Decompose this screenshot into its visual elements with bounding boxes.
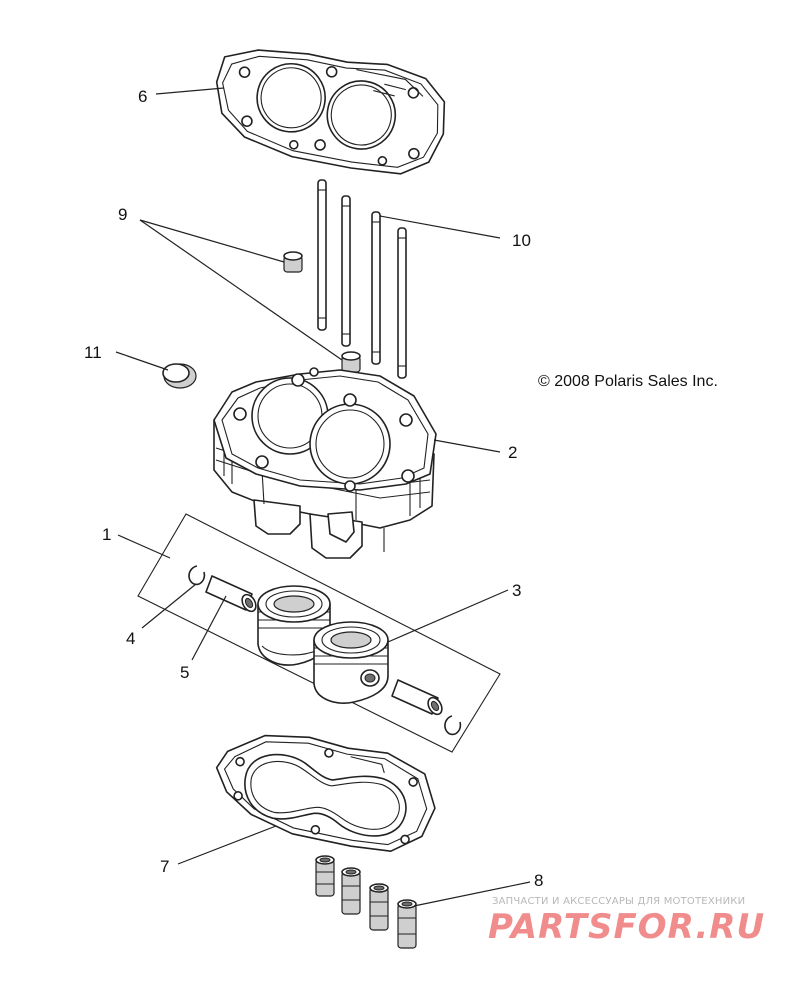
- callout-2: 2: [508, 443, 517, 462]
- leader-lines: [115, 87, 531, 907]
- piston-kit-outline: [137, 513, 501, 753]
- callout-8: 8: [534, 871, 543, 890]
- watermark: ЗАПЧАСТИ И АКСЕССУАРЫ ДЛЯ МОТОТЕХНИКИ PA…: [488, 896, 765, 947]
- callout-7: 7: [160, 857, 169, 876]
- callout-labels: 1 2 3 4 5 6 7 8 9 10 11: [84, 87, 543, 890]
- wrist-pin-left: [205, 575, 257, 613]
- callout-5: 5: [180, 663, 189, 682]
- callout-4: 4: [126, 629, 135, 648]
- cylinder-block: [213, 367, 437, 559]
- piston-circlip-left: [188, 565, 206, 586]
- piston-circlip-right: [444, 715, 462, 736]
- dowel-sleeve-lower: [341, 351, 361, 373]
- callout-10: 10: [512, 231, 531, 250]
- cylinder-studs: [317, 179, 407, 379]
- copyright-notice: © 2008 Polaris Sales Inc.: [538, 373, 718, 390]
- wrist-pin-right: [391, 679, 443, 716]
- callout-3: 3: [512, 581, 521, 600]
- callout-1: 1: [102, 525, 111, 544]
- callout-11: 11: [84, 343, 102, 362]
- piston-right: [313, 621, 389, 704]
- callout-6: 6: [138, 87, 147, 106]
- piston-left: [257, 585, 331, 666]
- dowel-pins: [315, 855, 417, 949]
- watermark-tagline: ЗАПЧАСТИ И АКСЕССУАРЫ ДЛЯ МОТОТЕХНИКИ: [492, 896, 745, 907]
- base-gasket-bottom: [215, 734, 436, 852]
- callout-9: 9: [118, 205, 127, 224]
- dowel-sleeve-upper: [283, 251, 303, 273]
- head-gasket-top: [215, 49, 446, 175]
- watermark-brand: PARTSFOR.RU: [488, 907, 765, 947]
- cylinder-plug: [162, 363, 197, 389]
